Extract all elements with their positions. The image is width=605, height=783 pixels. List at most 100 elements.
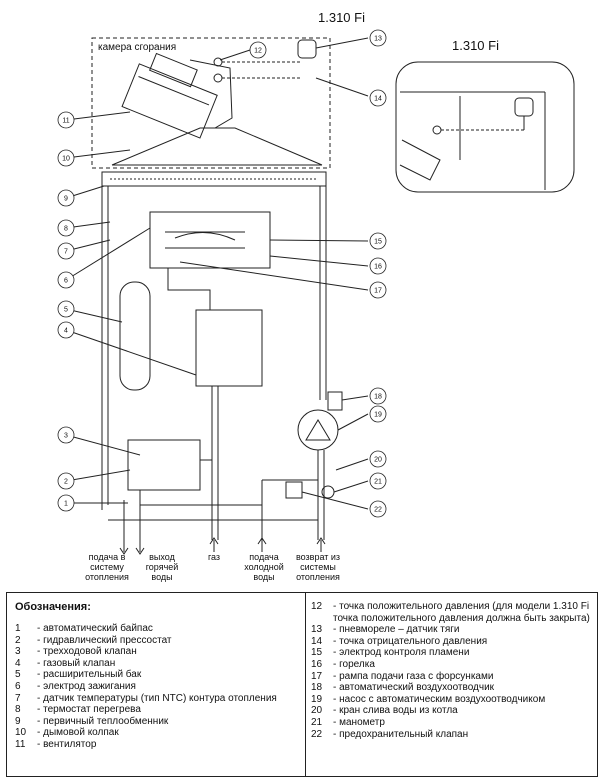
legend-item-14: 14- точка отрицательного давления <box>311 636 593 648</box>
combustion-chamber-label: камера сгорания <box>98 42 176 53</box>
legend-item-9: 9 - первичный теплообменник <box>15 716 301 728</box>
legend-item-17: 17- рампа подачи газа с форсунками <box>311 671 593 683</box>
legend-item-number: 22 <box>311 728 323 740</box>
svg-text:15: 15 <box>374 239 382 246</box>
callout-4: 4 <box>57 321 75 339</box>
legend-item-5: 5- расширительный бак <box>15 669 301 681</box>
svg-text:20: 20 <box>374 457 382 464</box>
legend-item-number: 5 <box>15 669 21 681</box>
callout-6: 6 <box>57 271 75 289</box>
svg-text:6: 6 <box>64 278 68 285</box>
expansion-tank <box>119 281 151 391</box>
legend-item-4: 4 - газовый клапан <box>15 658 301 670</box>
legend-item-text: - точка отрицательного давления <box>333 635 488 647</box>
heat-exchanger <box>101 171 327 187</box>
legend-item-1: 1- автоматический байпас <box>15 623 301 635</box>
legend-item-text: - пневмореле – датчик тяги <box>333 624 460 636</box>
callout-16: 16 <box>369 257 387 275</box>
callout-20: 20 <box>369 450 387 468</box>
legend-item-20: 20 - кран слива воды из котла <box>311 705 593 717</box>
callout-2: 2 <box>57 472 75 490</box>
legend-item-number: 11 <box>15 738 26 750</box>
legend-item-number: 21 <box>311 716 323 728</box>
main-model-label: 1.310 Fi <box>318 10 365 25</box>
legend-item-number: 13 <box>311 624 323 636</box>
svg-text:16: 16 <box>374 264 382 271</box>
legend-item-number: 8 <box>15 704 21 716</box>
legend-item-text: - горелка <box>333 658 375 670</box>
pump <box>297 409 339 451</box>
legend-item-number: 1 <box>15 623 21 634</box>
legend-item-text: - дымовой колпак <box>37 727 119 739</box>
legend-right-column: 12- точка положительного давления (для м… <box>311 601 593 740</box>
svg-text:13: 13 <box>374 36 382 43</box>
svg-text:11: 11 <box>62 118 69 125</box>
svg-text:14: 14 <box>374 96 382 103</box>
legend-item-number: 10 <box>15 727 27 739</box>
legend-item-number: 4 <box>15 657 21 669</box>
legend-item-text: - гидравлический прессостат <box>37 634 172 646</box>
svg-text:10: 10 <box>62 156 70 163</box>
legend-item-16: 16 - горелка <box>311 659 593 671</box>
callout-9: 9 <box>57 189 75 207</box>
callout-18: 18 <box>369 387 387 405</box>
legend-item-text: - кран слива воды из котла <box>333 705 458 717</box>
legend-item-18: 18- автоматический воздухоотводчик <box>311 682 593 694</box>
legend-item-6: 6 - электрод зажигания <box>15 681 301 693</box>
legend-title: Обозначения: <box>15 601 91 613</box>
legend-item-21: 21- манометр <box>311 717 593 729</box>
callout-11: 11 <box>57 111 75 129</box>
callout-7: 7 <box>57 242 75 260</box>
air-vent <box>327 391 343 411</box>
flue-hood <box>111 127 323 166</box>
callout-22: 22 <box>369 500 387 518</box>
callout-19: 19 <box>369 405 387 423</box>
legend-item-text: - электрод зажигания <box>37 680 136 692</box>
callout-5: 5 <box>57 300 75 318</box>
callout-15: 15 <box>369 232 387 250</box>
legend-item-number: 9 <box>15 715 21 727</box>
legend-item-text: - первичный теплообменник <box>37 715 169 727</box>
legend-item-text: - автоматический воздухоотводчик <box>333 682 495 694</box>
fan <box>121 52 218 139</box>
legend-item-text: - точка положительного давления (для мод… <box>333 601 590 624</box>
legend-item-number: 20 <box>311 705 323 717</box>
callout-3: 3 <box>57 426 75 444</box>
svg-text:17: 17 <box>374 288 382 295</box>
legend-item-number: 6 <box>15 680 21 692</box>
legend-item-number: 2 <box>15 634 21 646</box>
svg-text:4: 4 <box>64 328 68 335</box>
safety-valve <box>285 481 303 499</box>
callout-21: 21 <box>369 472 387 490</box>
callout-10: 10 <box>57 149 75 167</box>
svg-text:18: 18 <box>374 394 382 401</box>
legend-item-number: 19 <box>311 693 323 705</box>
inset-box <box>395 61 575 193</box>
gas-valve <box>195 309 263 387</box>
svg-text:5: 5 <box>64 307 68 314</box>
legend-item-text: - рампа подачи газа с форсунками <box>333 670 494 682</box>
legend-item-13: 13 - пневмореле – датчик тяги <box>311 624 593 636</box>
burner <box>149 211 271 269</box>
legend-item-number: 16 <box>311 658 323 670</box>
legend-item-text: - термостат перегрева <box>37 704 141 716</box>
pipe-label-gas: газ <box>208 552 220 562</box>
legend-item-text: - насос с автоматическим воздухоотводчик… <box>333 693 546 705</box>
legend-item-text: - вентилятор <box>37 738 97 750</box>
legend-item-2: 2 - гидравлический прессостат <box>15 635 301 647</box>
legend-item-text: - электрод контроля пламени <box>333 647 470 659</box>
three-way-valve <box>127 439 201 491</box>
combustion-chamber-box <box>91 37 331 169</box>
legend-item-12: 12- точка положительного давления (для м… <box>311 601 593 624</box>
legend-item-text: - газовый клапан <box>37 657 116 669</box>
callout-12: 12 <box>249 41 267 59</box>
svg-text:7: 7 <box>64 249 68 256</box>
svg-text:12: 12 <box>254 48 262 55</box>
legend-item-text: - трехходовой клапан <box>37 646 137 658</box>
svg-text:21: 21 <box>374 479 382 486</box>
